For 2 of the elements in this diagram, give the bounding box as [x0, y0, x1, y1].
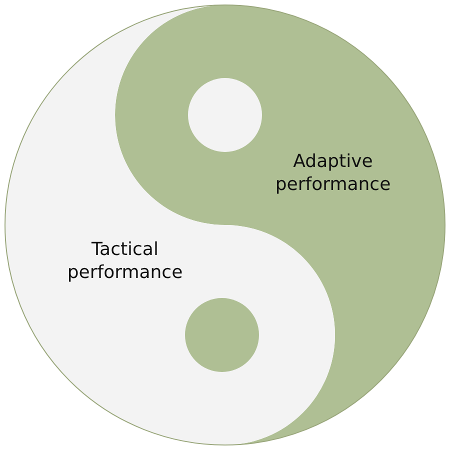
region-label: Tactical performance [66, 238, 184, 284]
region-label: Adaptive performance [274, 150, 392, 196]
